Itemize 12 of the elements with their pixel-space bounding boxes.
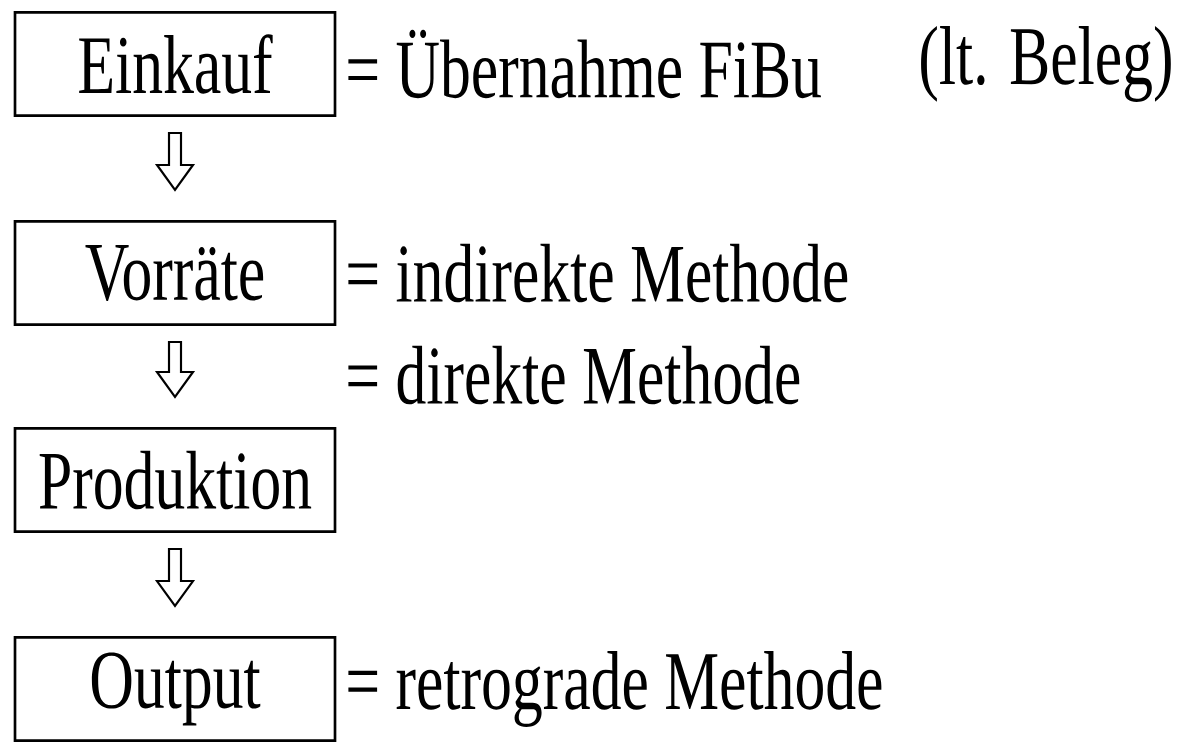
beside-text: = retrograde Methode — [348, 651, 882, 727]
beside-text: = Übernahme FiBu — [348, 29, 821, 99]
block-arrow — [154, 131, 196, 192]
process-box: Vorräte — [13, 220, 337, 326]
block-arrow — [154, 340, 196, 399]
process-box: Output — [13, 636, 337, 742]
block-arrow — [154, 547, 196, 608]
process-box: Produktion — [13, 427, 337, 533]
beside-text: = indirekte Methode — [348, 243, 848, 303]
note-text: = direkte Methode — [348, 345, 800, 405]
process-box: Einkauf — [13, 11, 337, 117]
note-text: (lt. Beleg) — [921, 26, 1171, 102]
